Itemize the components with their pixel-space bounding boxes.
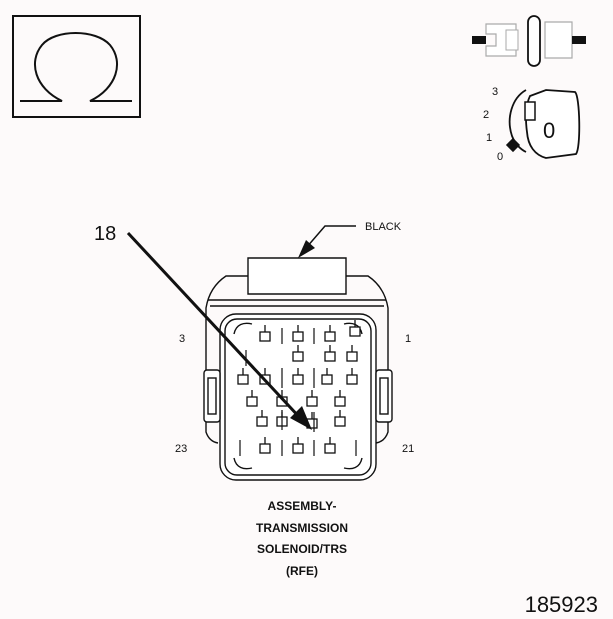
caption-line-4: (RFE) [286, 564, 318, 578]
terminal-13 [246, 396, 258, 407]
caption-line-3: SOLENOID/TRS [257, 542, 347, 556]
caption-line-1: ASSEMBLY- [268, 499, 337, 513]
terminal-2 [292, 331, 304, 342]
key-position-3: 3 [492, 86, 498, 98]
terminal-15 [306, 396, 318, 407]
terminal-23 [324, 443, 336, 454]
terminal-5 [237, 374, 249, 385]
terminal-10 [292, 374, 304, 385]
terminal-3 [324, 331, 336, 342]
connector-body [203, 257, 393, 481]
cavity-label-23: 23 [175, 443, 187, 455]
terminal-22 [292, 443, 304, 454]
terminal-11 [321, 374, 333, 385]
terminal-6 [292, 351, 304, 362]
terminal-4 [349, 326, 361, 337]
color-callout: BLACK [298, 221, 402, 258]
terminal-7 [324, 351, 336, 362]
pin-number-label: 18 [94, 223, 116, 245]
key-position-1: 1 [486, 132, 492, 144]
terminal-16 [334, 396, 346, 407]
pin-callout-arrow [126, 231, 312, 430]
terminal-17 [256, 416, 268, 427]
ignition-key-off-icon: 3 2 1 0 0 [483, 86, 581, 163]
connector-unplug-icon [472, 15, 586, 67]
color-label: BLACK [365, 221, 402, 233]
cavity-label-1: 1 [405, 333, 411, 345]
terminal-8 [346, 351, 358, 362]
terminal-12 [346, 374, 358, 385]
caption-line-2: TRANSMISSION [256, 521, 348, 535]
terminal-21 [259, 443, 271, 454]
figure-number: 185923 [525, 592, 598, 617]
key-face-label: 0 [543, 118, 555, 143]
terminal-1 [259, 331, 271, 342]
terminal-20 [334, 416, 346, 427]
cavity-label-21: 21 [402, 443, 414, 455]
ohmmeter-icon [12, 15, 141, 118]
key-position-0: 0 [497, 151, 503, 163]
cavity-label-3: 3 [179, 333, 185, 345]
key-position-2: 2 [483, 109, 489, 121]
